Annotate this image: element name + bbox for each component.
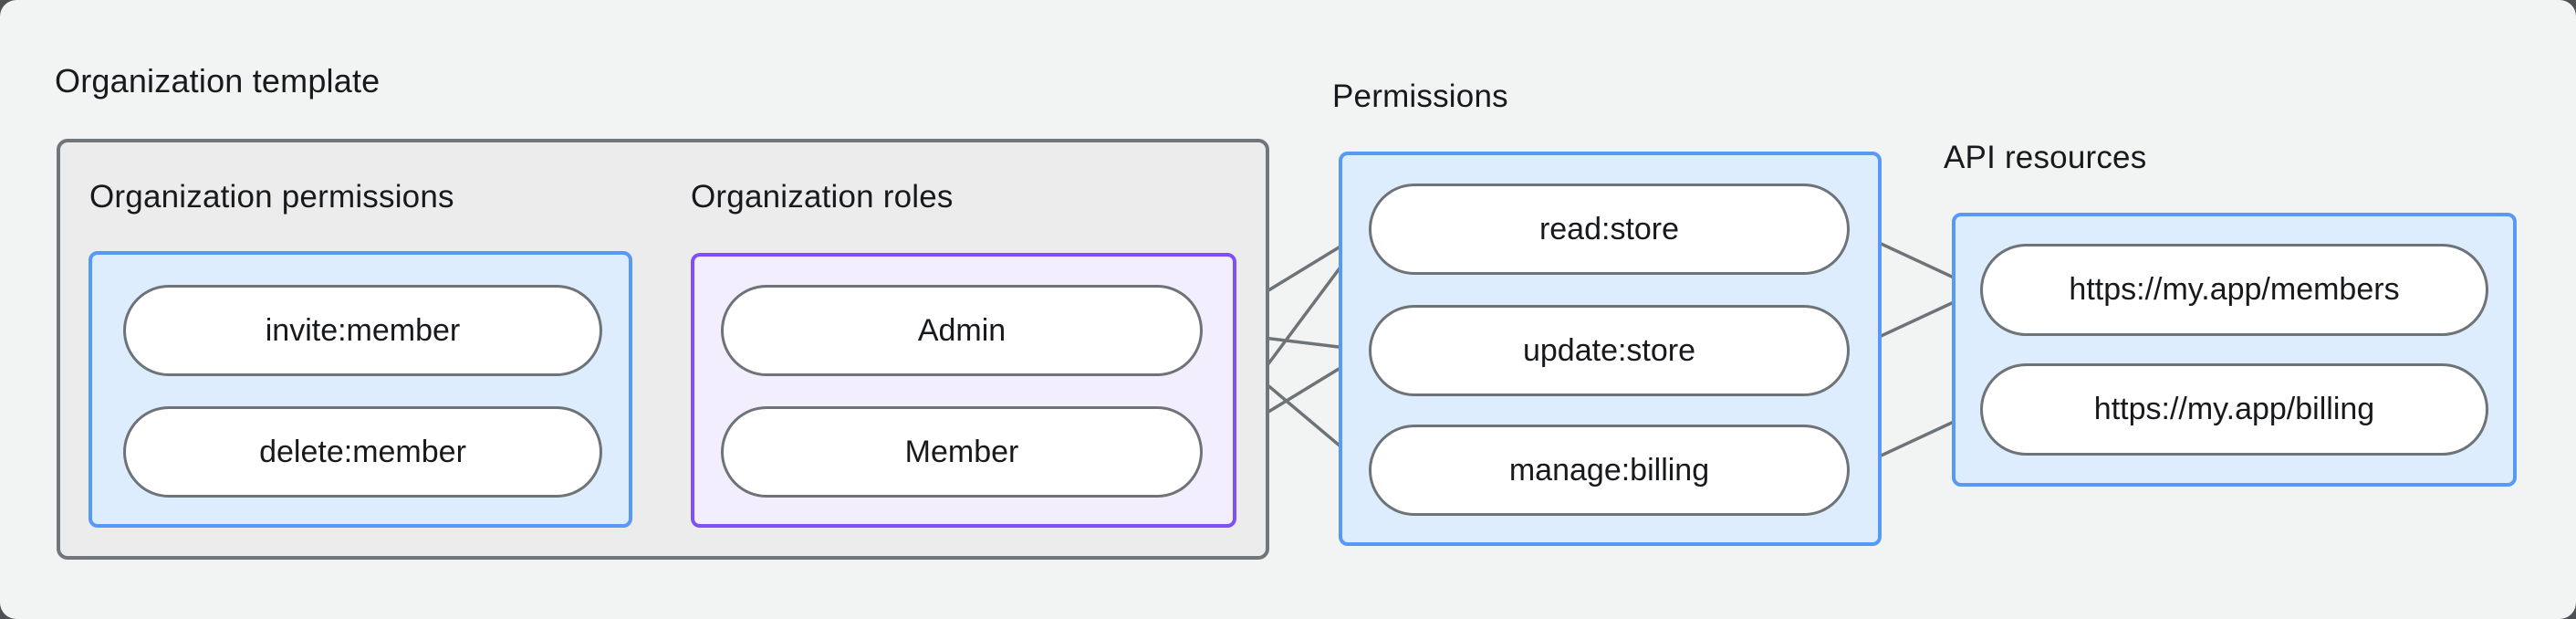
node-manage-billing: manage:billing xyxy=(1369,425,1850,516)
node-api-members: https://my.app/members xyxy=(1980,244,2488,336)
org-permissions-label: Organization permissions xyxy=(89,179,454,215)
org-template-title: Organization template xyxy=(55,62,381,100)
node-invite-member: invite:member xyxy=(123,285,602,376)
node-delete-member: delete:member xyxy=(123,406,602,498)
node-update-store: update:store xyxy=(1369,305,1850,396)
node-admin-role: Admin xyxy=(721,285,1203,376)
permissions-label: Permissions xyxy=(1332,79,1508,114)
org-roles-label: Organization roles xyxy=(691,179,954,215)
api-resources-label: API resources xyxy=(1944,140,2147,175)
node-member-role: Member xyxy=(721,406,1203,498)
node-api-billing: https://my.app/billing xyxy=(1980,363,2488,456)
node-read-store: read:store xyxy=(1369,184,1850,275)
